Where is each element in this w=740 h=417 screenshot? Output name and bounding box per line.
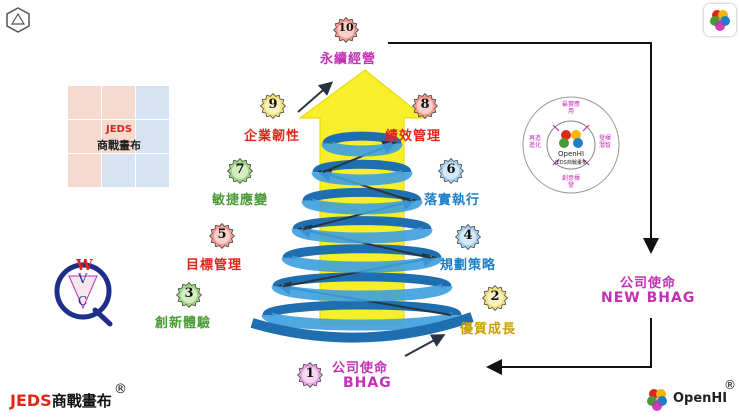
step-label-3: 創新體驗	[155, 316, 212, 331]
step-badge-6: 6	[438, 158, 464, 184]
vcq-logo: W V C	[50, 256, 120, 328]
spiral-base	[250, 312, 474, 343]
step-label-10: 永續經營	[320, 52, 377, 67]
wheel-center-sub: JEDS商戰畫布	[555, 160, 587, 166]
step-label-8: 績效管理	[385, 129, 442, 144]
arrow-9-to-10	[297, 81, 334, 113]
step-badge-8: 8	[412, 93, 438, 119]
feedback-loop	[388, 42, 659, 375]
new-mission-bhag: NEW BHAG	[601, 290, 696, 306]
step-label-7: 敏捷應變	[212, 193, 269, 208]
bhag-label: BHAG	[343, 375, 392, 391]
canvas-jeds-mark: JEDS	[105, 124, 133, 135]
step-label-1: 公司使命	[332, 361, 389, 376]
step-label-9: 企業韌性	[244, 129, 301, 144]
footer-right-logo: OpenHI ®	[640, 378, 736, 412]
wheel-segment-bottom: 創意揮發	[561, 175, 580, 189]
spiral-tower	[250, 131, 474, 343]
step-label-5: 目標管理	[186, 258, 243, 273]
spiral-band-front	[291, 226, 433, 244]
top-right-logo	[704, 4, 736, 36]
business-canvas: 商戰畫布 JEDS 商戰畫布	[68, 86, 170, 188]
spiral-band-front	[321, 140, 403, 157]
openhi-flower-icon	[647, 389, 667, 411]
wheel-segment-right: 發揮潛智	[599, 135, 612, 149]
openhi-text: OpenHI	[673, 391, 728, 406]
wheel-center-text: OpenHI	[557, 150, 585, 158]
vcq-v: V	[78, 272, 88, 287]
loop-arrow-back	[486, 318, 652, 375]
openhi-wheel: OpenHI JEDS商戰畫布 最實應用 發揮潛智 創意揮發 再造進化	[521, 95, 621, 195]
step-number: 7	[235, 162, 245, 177]
spiral-band-back	[262, 300, 462, 318]
step-label-2: 優質成長	[460, 322, 517, 337]
wheel-segment-left: 再造進化	[529, 135, 542, 149]
spiral-band-front	[261, 311, 463, 331]
canvas-label: 商戰畫布	[97, 139, 141, 152]
openhi-reg: ®	[724, 378, 736, 392]
hexagon-icon	[6, 7, 30, 33]
top-left-logo	[4, 6, 32, 34]
step-badge-9: 9	[260, 93, 286, 119]
arrow-1-to-2	[404, 334, 446, 357]
wheel-segment-top: 最實應用	[561, 101, 580, 115]
step-number: 2	[490, 289, 500, 304]
step-number: 6	[446, 162, 456, 177]
step-number: 10	[338, 21, 354, 34]
step-label-6: 落實執行	[424, 193, 481, 208]
vcq-c: C	[78, 294, 88, 308]
spiral-band-front	[281, 254, 443, 273]
spiral-band-front	[271, 283, 453, 302]
step-badge-10: 10	[333, 17, 359, 43]
spiral-band-back	[322, 131, 402, 146]
vcq-w: W	[76, 256, 93, 274]
step-number: 5	[217, 227, 227, 242]
step-arrows	[297, 81, 446, 357]
step-badge-2: 2	[482, 285, 508, 311]
new-mission-title: 公司使命	[620, 276, 677, 291]
loop-arrow-down	[388, 42, 659, 254]
step-number: 9	[268, 97, 278, 112]
footer-jeds-text: 商戰畫布	[51, 392, 112, 410]
step-badge-7: 7	[227, 158, 253, 184]
step-number: 1	[305, 366, 315, 381]
step-badge-4: 4	[455, 224, 481, 250]
step-number: 3	[184, 286, 194, 301]
step-badge-1: 1	[297, 362, 323, 388]
spiral-band-front	[301, 197, 423, 215]
footer-left-logo: JEDS商戰畫布 ®	[10, 382, 150, 414]
step-badge-3: 3	[176, 282, 202, 308]
step-label-4: 規劃策略	[440, 258, 497, 273]
footer-jeds-mark: JEDS	[10, 391, 52, 410]
step-number: 8	[420, 97, 430, 112]
footer-left-reg: ®	[114, 382, 127, 397]
step-badge-5: 5	[209, 223, 235, 249]
flower-icon	[710, 10, 730, 31]
spiral-band-front	[311, 169, 413, 186]
step-number: 4	[463, 228, 473, 243]
